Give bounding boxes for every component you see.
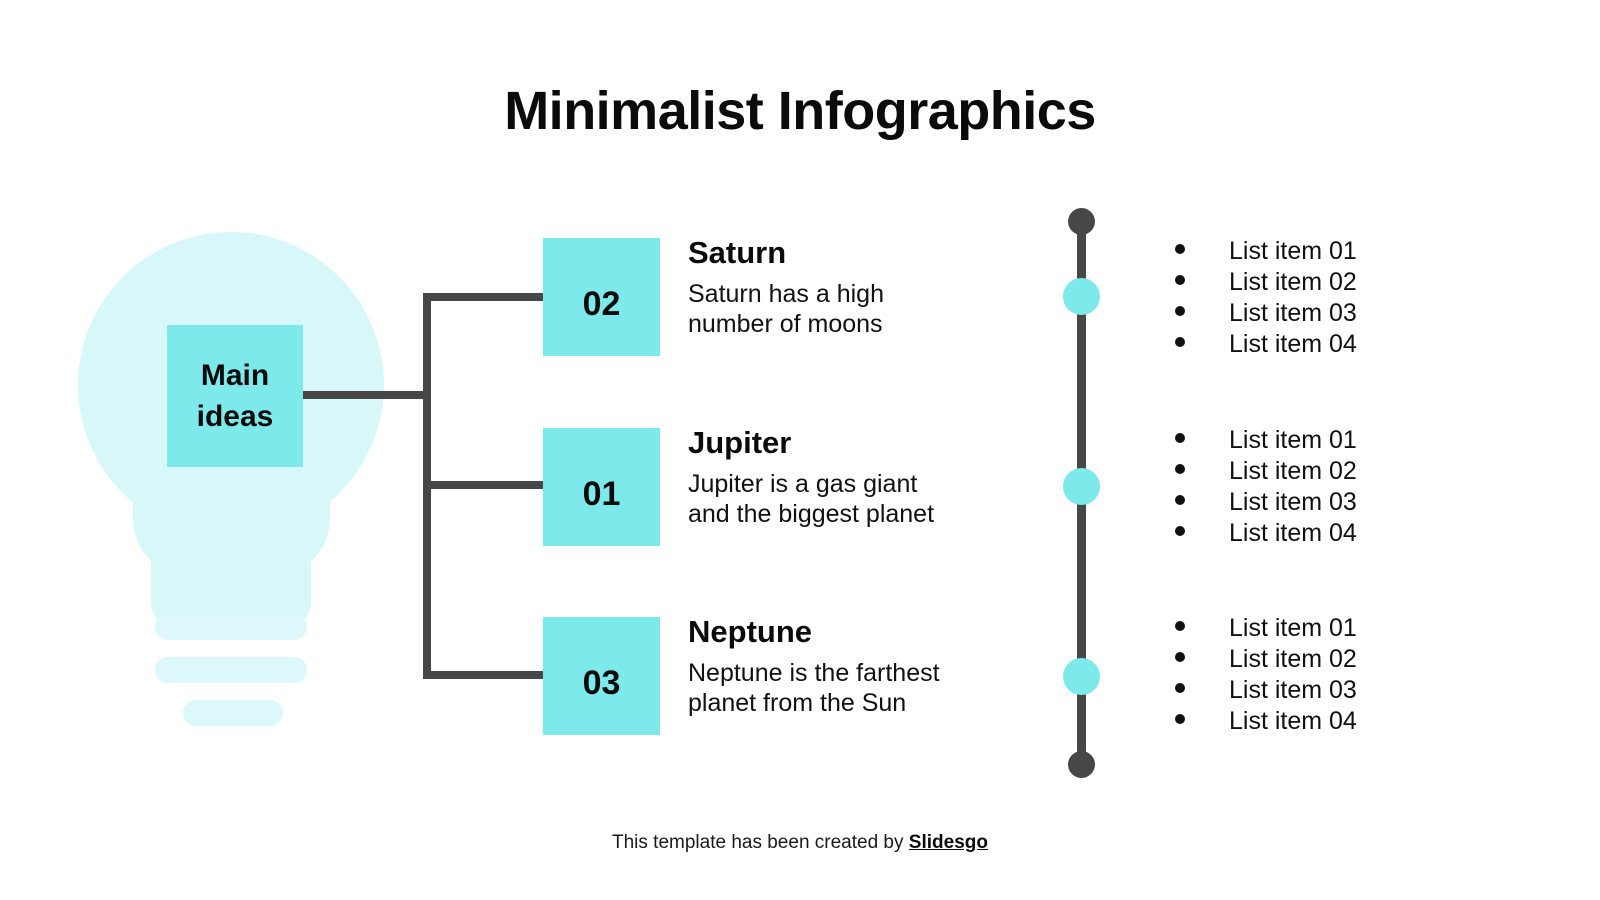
list-item[interactable]: List item 02	[1175, 456, 1495, 487]
list-item-label: List item 04	[1229, 519, 1357, 547]
step-number-badge: 02	[543, 238, 660, 356]
bullet-icon	[1175, 275, 1185, 285]
step-number-badge: 01	[543, 428, 660, 546]
footer-credit: This template has been created by Slides…	[0, 832, 1600, 854]
list-item-label: List item 01	[1229, 237, 1357, 265]
bullet-icon	[1175, 337, 1185, 347]
list-item[interactable]: List item 01	[1175, 236, 1495, 267]
step-text-block: Neptune Neptune is the farthest planet f…	[688, 613, 1088, 718]
footer-text: This template has been created by	[612, 832, 904, 853]
list-item[interactable]: List item 04	[1175, 706, 1495, 737]
step-title: Neptune	[688, 614, 812, 649]
list-group: List item 01 List item 02 List item 03 L…	[1175, 613, 1495, 737]
slidesgo-link[interactable]: Slidesgo	[908, 832, 988, 853]
bullet-icon	[1175, 714, 1185, 724]
list-item[interactable]: List item 03	[1175, 675, 1495, 706]
list-group: List item 01 List item 02 List item 03 L…	[1175, 236, 1495, 360]
step-description-line-1: Saturn has a high	[688, 280, 884, 309]
connector-branch-1	[423, 293, 545, 301]
bullet-icon	[1175, 433, 1185, 443]
list-item[interactable]: List item 03	[1175, 487, 1495, 518]
list-item-label: List item 02	[1229, 268, 1357, 296]
step-description-line-2: number of moons	[688, 310, 883, 339]
step-description-line-1: Jupiter is a gas giant	[688, 470, 918, 499]
step-description-line-2: planet from the Sun	[688, 689, 907, 718]
main-ideas-box[interactable]: Main ideas	[167, 325, 303, 467]
step-title: Jupiter	[688, 425, 792, 460]
list-item-label: List item 03	[1229, 488, 1357, 516]
step-number-badge: 03	[543, 617, 660, 735]
list-item[interactable]: List item 01	[1175, 613, 1495, 644]
list-item[interactable]: List item 03	[1175, 298, 1495, 329]
timeline-marker-1[interactable]	[1063, 278, 1100, 315]
step-item[interactable]: 03 Neptune Neptune is the farthest plane…	[543, 614, 1103, 735]
lightbulb-base-bar-1	[155, 614, 307, 640]
main-ideas-label-line-2: ideas	[196, 400, 274, 433]
timeline	[1063, 208, 1100, 778]
timeline-marker-2[interactable]	[1063, 468, 1100, 505]
main-ideas-label-line-1: Main	[200, 358, 270, 392]
timeline-cap-top	[1068, 208, 1095, 235]
bullet-icon	[1175, 526, 1185, 536]
step-text-block: Saturn Saturn has a high number of moons	[688, 234, 1088, 339]
list-item[interactable]: List item 04	[1175, 518, 1495, 549]
list-item-label: List item 04	[1229, 707, 1357, 735]
list-item[interactable]: List item 04	[1175, 329, 1495, 360]
connector-branch-3	[423, 671, 545, 679]
connector-branch-2	[423, 481, 545, 489]
list-item-label: List item 02	[1229, 645, 1357, 673]
list-item[interactable]: List item 02	[1175, 267, 1495, 298]
list-item[interactable]: List item 02	[1175, 644, 1495, 675]
step-description: Saturn has a high number of moons	[688, 279, 1088, 339]
list-item-label: List item 04	[1229, 330, 1357, 358]
bullet-icon	[1175, 495, 1185, 505]
step-title: Saturn	[688, 235, 787, 270]
step-description: Jupiter is a gas giant and the biggest p…	[688, 469, 1088, 529]
step-description-line-2: and the biggest planet	[688, 500, 935, 529]
step-description: Neptune is the farthest planet from the …	[688, 658, 1088, 718]
step-text-block: Jupiter Jupiter is a gas giant and the b…	[688, 424, 1088, 529]
list-item-label: List item 01	[1229, 614, 1357, 642]
timeline-cap-bottom	[1068, 751, 1095, 778]
lightbulb-base-bar-3	[183, 700, 283, 726]
step-item[interactable]: 01 Jupiter Jupiter is a gas giant and th…	[543, 425, 1103, 546]
lightbulb-icon	[78, 232, 390, 742]
list-item-label: List item 02	[1229, 457, 1357, 485]
bullet-icon	[1175, 306, 1185, 316]
step-item[interactable]: 02 Saturn Saturn has a high number of mo…	[543, 235, 1103, 356]
connector-stub	[303, 391, 431, 399]
bullet-icon	[1175, 244, 1185, 254]
step-description-line-1: Neptune is the farthest	[688, 659, 940, 688]
bullet-icon	[1175, 621, 1185, 631]
list-group: List item 01 List item 02 List item 03 L…	[1175, 425, 1495, 549]
list-item[interactable]: List item 01	[1175, 425, 1495, 456]
bullet-icon	[1175, 464, 1185, 474]
lightbulb-base-bar-2	[155, 657, 307, 683]
page-title: Minimalist Infographics	[504, 81, 1096, 141]
list-item-label: List item 03	[1229, 676, 1357, 704]
bullet-icon	[1175, 652, 1185, 662]
list-item-label: List item 03	[1229, 299, 1357, 327]
list-item-label: List item 01	[1229, 426, 1357, 454]
timeline-marker-3[interactable]	[1063, 658, 1100, 695]
bullet-icon	[1175, 683, 1185, 693]
